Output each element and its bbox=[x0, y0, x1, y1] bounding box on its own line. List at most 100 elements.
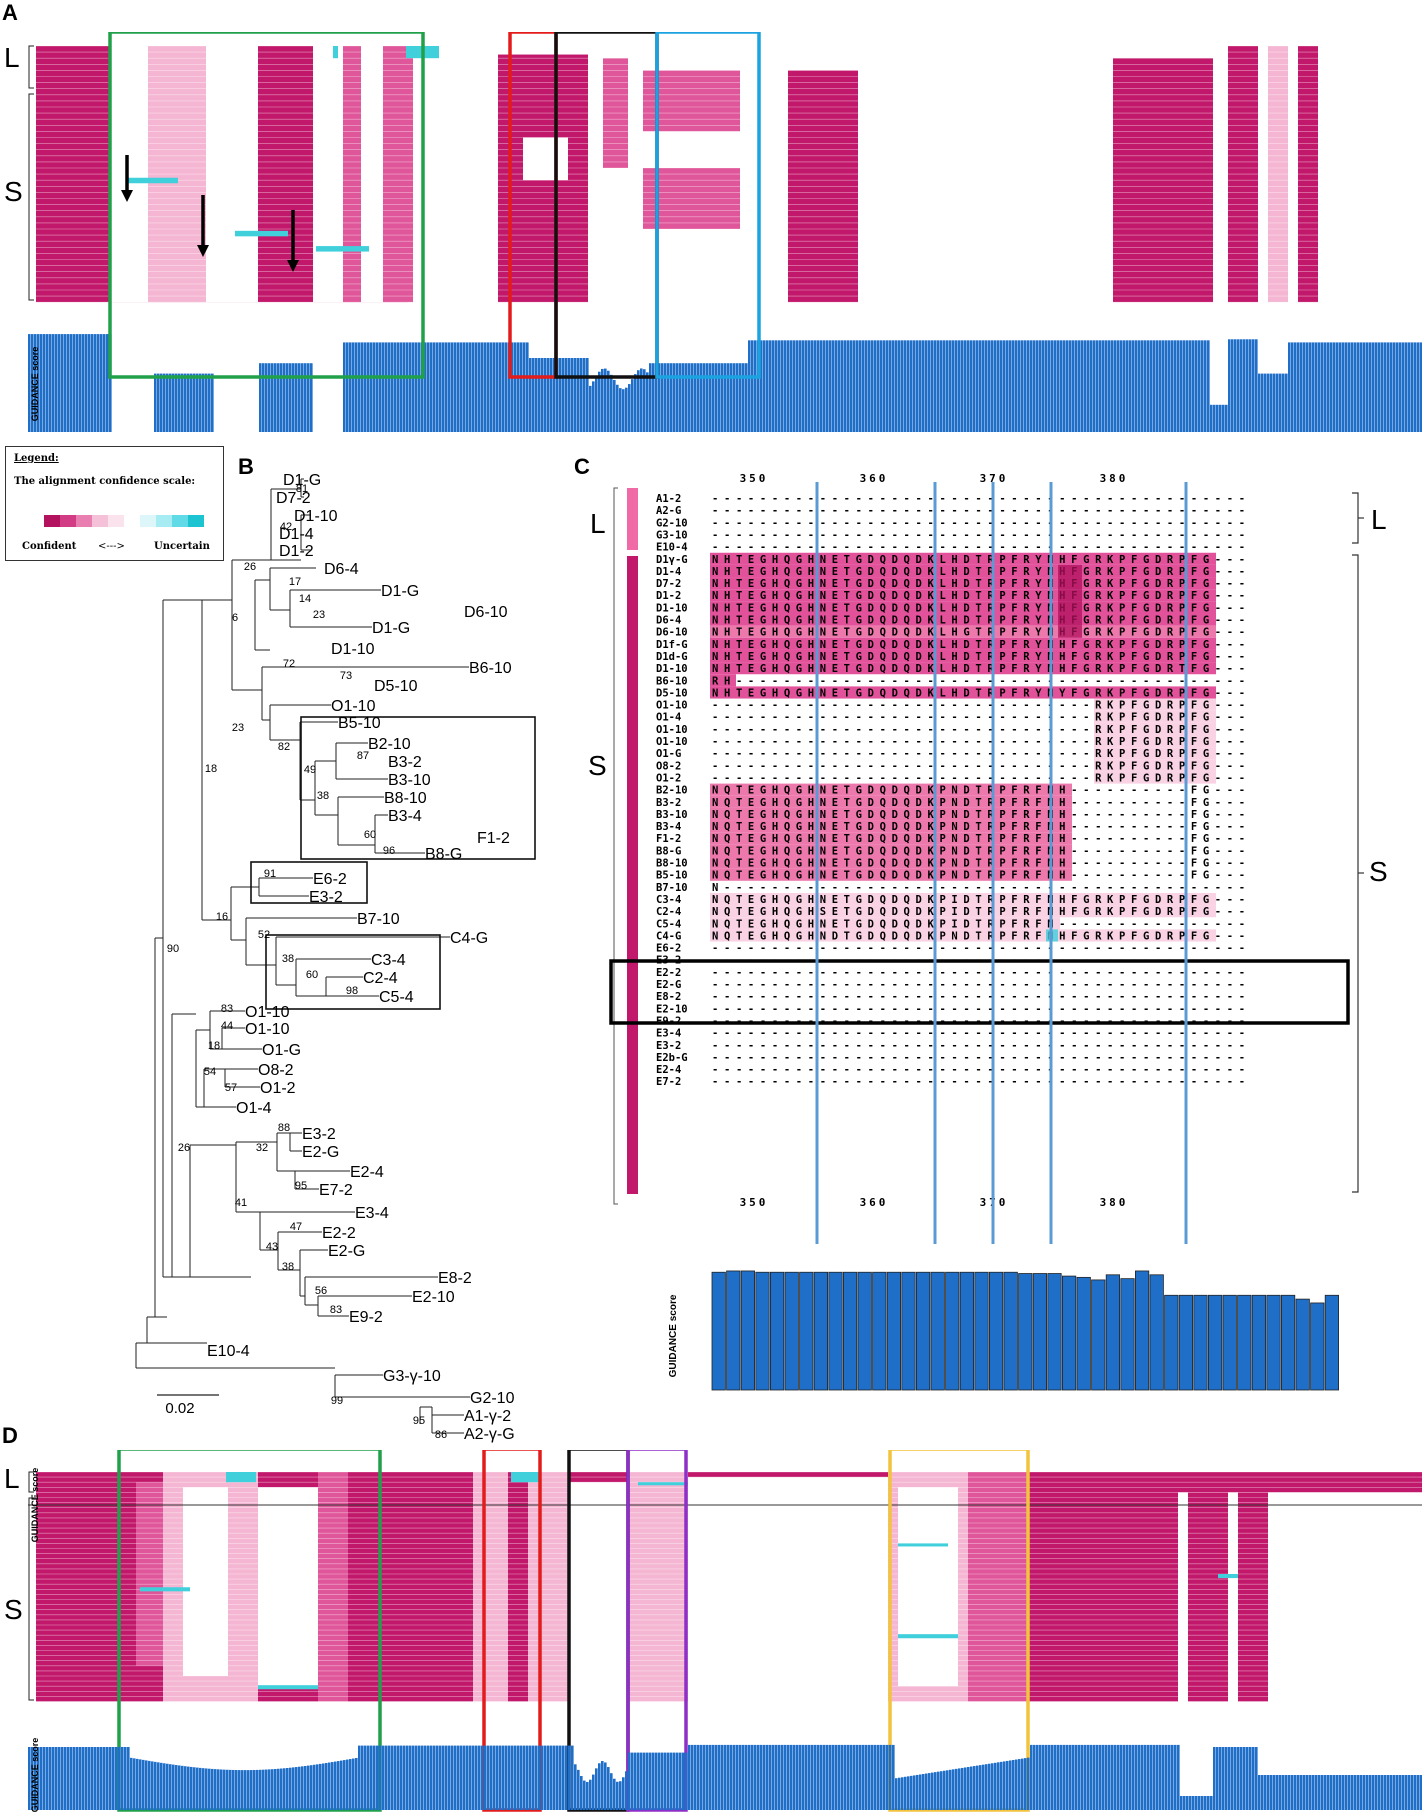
guidance-bar bbox=[649, 363, 652, 436]
guidance-bar bbox=[1126, 1744, 1129, 1810]
guidance-bar bbox=[49, 334, 52, 436]
bootstrap-value: 95 bbox=[413, 1415, 425, 1427]
guidance-bar bbox=[670, 1752, 673, 1810]
guidance-bar bbox=[88, 334, 91, 436]
residue-shading bbox=[1094, 771, 1216, 784]
guidance-bar bbox=[424, 1745, 427, 1810]
guidance-bar bbox=[646, 372, 649, 436]
guidance-bar bbox=[711, 1271, 726, 1391]
tree-leaf-label: E3-2 bbox=[302, 1126, 336, 1143]
guidance-bar bbox=[1048, 340, 1051, 436]
guidance-bar bbox=[490, 342, 493, 436]
sequence-row-label: B8-G bbox=[656, 845, 681, 857]
guidance-bar bbox=[1251, 1294, 1266, 1391]
guidance-bar bbox=[922, 1773, 925, 1810]
alignment-block bbox=[568, 1482, 628, 1702]
guidance-bar bbox=[31, 334, 34, 436]
guidance-bar bbox=[1282, 1775, 1285, 1810]
guidance-bar bbox=[337, 1761, 340, 1810]
guidance-bar bbox=[1225, 1747, 1228, 1810]
guidance-bar bbox=[373, 342, 376, 436]
guidance-bar bbox=[649, 1752, 652, 1810]
guidance-bar bbox=[952, 1769, 955, 1810]
guidance-bar bbox=[361, 1745, 364, 1810]
guidance-bar bbox=[1117, 1744, 1120, 1810]
residue-shading bbox=[710, 662, 1216, 675]
guidance-bar bbox=[514, 342, 517, 436]
guidance-bar bbox=[901, 1777, 904, 1810]
guidance-bar bbox=[436, 342, 439, 436]
bootstrap-value: 16 bbox=[216, 911, 228, 923]
guidance-bar bbox=[889, 1744, 892, 1810]
guidance-bar bbox=[967, 340, 970, 436]
guidance-bar bbox=[232, 1769, 235, 1810]
sequence-residues: --------------------------------RKPFGDRP… bbox=[712, 724, 1251, 736]
guidance-bar bbox=[463, 1745, 466, 1810]
tree-branches bbox=[135, 478, 470, 1434]
guidance-bar bbox=[163, 1763, 166, 1810]
guidance-bar bbox=[334, 1761, 337, 1810]
guidance-bar bbox=[304, 1765, 307, 1810]
guidance-bar bbox=[1294, 1775, 1297, 1810]
tree-leaf-label: D1-4 bbox=[279, 526, 314, 543]
guidance-bar bbox=[547, 1745, 550, 1810]
tree-leaf-label: O1-10 bbox=[331, 698, 376, 715]
guidance-bar bbox=[643, 369, 646, 436]
guidance-bar bbox=[895, 340, 898, 436]
guidance-bar bbox=[757, 340, 760, 436]
sequence-row-label: F1-2 bbox=[656, 833, 681, 845]
guidance-bar bbox=[445, 342, 448, 436]
residue-shading bbox=[1094, 710, 1216, 723]
bootstrap-value: 47 bbox=[290, 1221, 302, 1233]
guidance-bar bbox=[1300, 342, 1303, 436]
guidance-bar bbox=[1102, 1744, 1105, 1810]
guidance-bar bbox=[1192, 340, 1195, 436]
guidance-bar bbox=[193, 1767, 196, 1810]
sequence-row-label: G3-10 bbox=[656, 529, 688, 541]
guidance-bar bbox=[91, 1747, 94, 1810]
guidance-bar bbox=[208, 1768, 211, 1810]
guidance-bar bbox=[583, 1780, 586, 1810]
sequence-residues: NHTEGHQGHNETGDQDQDKLHDTRPFRYNHFGRKPFGDRP… bbox=[712, 639, 1251, 651]
guidance-bar bbox=[1297, 342, 1300, 436]
guidance-bar bbox=[1281, 1294, 1296, 1391]
sequence-row-label: E2b-G bbox=[656, 1052, 688, 1064]
guidance-bar bbox=[1006, 1760, 1009, 1810]
guidance-bar bbox=[85, 334, 88, 436]
guidance-bar bbox=[1378, 342, 1381, 436]
guidance-bar bbox=[760, 340, 763, 436]
highlight-cell bbox=[1058, 601, 1082, 614]
guidance-bar bbox=[1243, 1747, 1246, 1810]
panel-c-long-left-label: L bbox=[590, 508, 606, 539]
guidance-bar bbox=[1390, 342, 1393, 436]
guidance-bar bbox=[829, 1744, 832, 1810]
sequence-residues: ----------------------------------------… bbox=[712, 1003, 1251, 1015]
guidance-bar bbox=[1204, 340, 1207, 436]
sequence-residues: NHTEGHQGHNETGDQDQDKLHDTRPFRYNHFGRKPFGDRP… bbox=[712, 651, 1251, 663]
tree-leaf-label: D1-G bbox=[283, 472, 321, 489]
guidance-bar bbox=[1324, 1294, 1339, 1391]
tree-leaf-label: E3-2 bbox=[309, 889, 343, 906]
guidance-bar bbox=[205, 1768, 208, 1810]
uncertain-segment bbox=[316, 246, 369, 252]
guidance-bar bbox=[1237, 1747, 1240, 1810]
group-strip-long bbox=[627, 488, 638, 550]
guidance-bar bbox=[823, 340, 826, 436]
tree-leaf-label: C4-G bbox=[450, 930, 488, 947]
residue-shading bbox=[710, 868, 1072, 881]
guidance-bar bbox=[1297, 1775, 1300, 1810]
guidance-bar bbox=[406, 342, 409, 436]
guidance-bar bbox=[277, 1768, 280, 1810]
guidance-bar bbox=[799, 1744, 802, 1810]
sequence-residues: ----------------------------------------… bbox=[712, 967, 1251, 979]
guidance-bar bbox=[1186, 1796, 1189, 1810]
guidance-bar bbox=[37, 334, 40, 436]
sequence-row-label: A2-G bbox=[656, 505, 681, 517]
alignment-block bbox=[473, 1472, 508, 1702]
guidance-bar bbox=[706, 1744, 709, 1810]
guidance-bar bbox=[1078, 340, 1081, 436]
sequence-residues: NQTEGHQGHNETGDQDQDKPNDTRPFRFNH----------… bbox=[712, 870, 1251, 882]
uncertain-segment bbox=[235, 230, 288, 237]
guidance-bar bbox=[985, 340, 988, 436]
sequence-row-label: E2-2 bbox=[656, 967, 681, 979]
